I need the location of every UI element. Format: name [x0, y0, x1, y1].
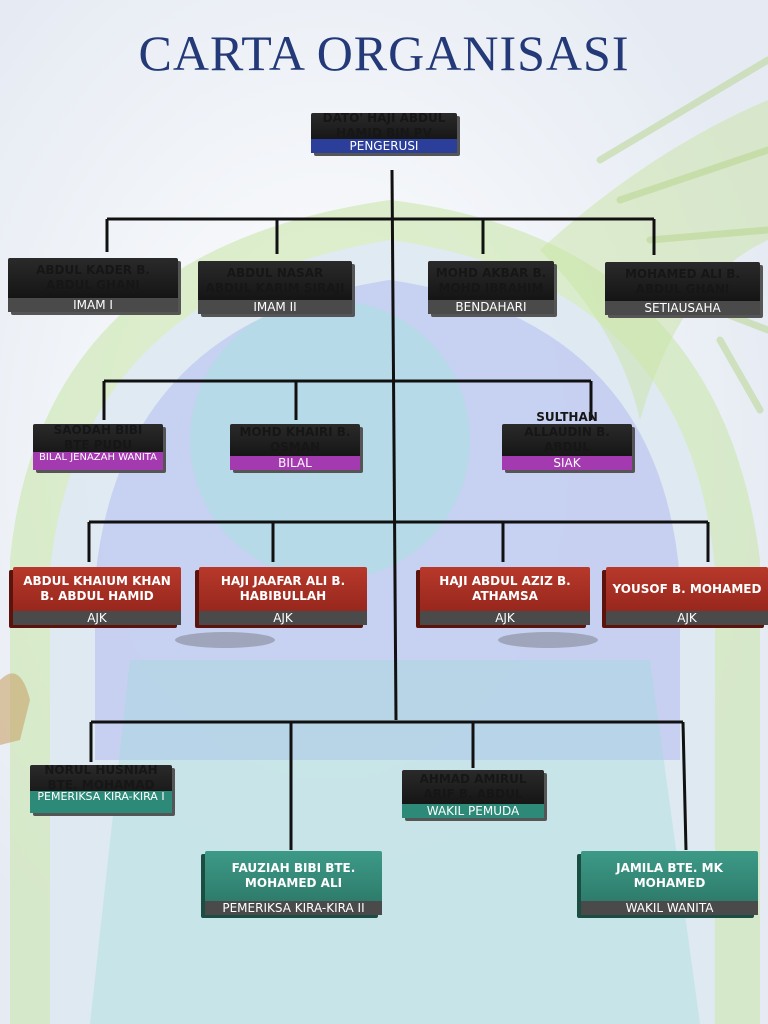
org-node-setiausaha: MOHAMED ALI B. ABDUL GHANI SETIAUSAHA: [605, 262, 760, 315]
node-role: AJK: [13, 611, 181, 625]
org-node-bendahari: MOHD AKBAR B. MOHD IBRAHIM BENDAHARI: [428, 261, 554, 314]
node-role: AJK: [606, 611, 768, 625]
node-role: PEMERIKSA KIRA-KIRA I: [30, 791, 172, 813]
node-name: JAMILA BTE. MK MOHAMED: [616, 861, 723, 890]
node-role: PEMERIKSA KIRA-KIRA II: [205, 901, 382, 915]
node-name: AHMAD AMIRUL ARIF B. ABDUL: [419, 772, 527, 801]
org-node-pengerusi: DATO' HAJI ABDUL HAMID BIN PV PENGERUSI: [311, 111, 457, 153]
node-role: AJK: [420, 611, 590, 625]
org-node-ajk-2: HAJI JAAFAR ALI B. HABIBULLAH AJK: [199, 567, 367, 625]
org-node-bilal: MOHD KHAIRI B. OSMAN BILAL: [230, 424, 360, 470]
org-node-wakil-wanita: JAMILA BTE. MK MOHAMED WAKIL WANITA: [581, 851, 758, 915]
org-node-siak: SULTHAN ALLAUDIN B. ABDUL GHAFFOOR SIAK: [502, 410, 632, 470]
org-node-imam-2: ABDUL NASAR ABDUL KARIM SIRAJI IMAM II: [198, 261, 352, 314]
node-name: ABDUL KHAIUM KHAN B. ABDUL HAMID: [23, 574, 171, 603]
node-role: BENDAHARI: [428, 300, 554, 314]
org-node-ajk-3: HAJI ABDUL AZIZ B. ATHAMSA AJK: [420, 567, 590, 625]
org-node-pemeriksa-1: NORUL HUSNIAH BTE. MOHAMAD PEMERIKSA KIR…: [30, 763, 172, 813]
node-name: HAJI JAAFAR ALI B. HABIBULLAH: [220, 574, 346, 603]
node-name: ABDUL KADER B. ABDUL GHANI: [36, 263, 150, 292]
node-name: DATO' HAJI ABDUL HAMID BIN PV: [322, 111, 446, 140]
node-role: BILAL: [230, 456, 360, 470]
node-name: SULTHAN ALLAUDIN B. ABDUL GHAFFOOR: [524, 410, 610, 469]
node-role: BILAL JENAZAH WANITA: [33, 452, 163, 470]
node-name: FAUZIAH BIBI BTE. MOHAMED ALI: [231, 861, 356, 890]
node-name: MOHD AKBAR B. MOHD IBRAHIM: [435, 265, 547, 295]
node-role: WAKIL PEMUDA: [402, 804, 544, 818]
node-name: HAJI ABDUL AZIZ B. ATHAMSA: [439, 574, 571, 603]
node-name: NORUL HUSNIAH BTE. MOHAMAD: [44, 763, 158, 792]
node-name: YOUSOF B. MOHAMED: [612, 581, 762, 596]
org-node-bilal-jenazah: SAODAH BIBI BTE PUDU BILAL JENAZAH WANIT…: [33, 423, 163, 470]
node-name: MOHD KHAIRI B. OSMAN: [239, 425, 351, 454]
node-role: IMAM II: [198, 300, 352, 314]
org-node-imam-1: ABDUL KADER B. ABDUL GHANI IMAM I: [8, 258, 178, 312]
node-name: SAODAH BIBI BTE PUDU: [53, 423, 143, 452]
node-role: WAKIL WANITA: [581, 901, 758, 915]
page-title: CARTA ORGANISASI: [138, 25, 630, 81]
org-node-wakil-pemuda: AHMAD AMIRUL ARIF B. ABDUL WAKIL PEMUDA: [402, 770, 544, 818]
node-role: SIAK: [502, 456, 632, 470]
node-name: ABDUL NASAR ABDUL KARIM SIRAJI: [205, 265, 345, 295]
org-node-ajk-4: YOUSOF B. MOHAMED AJK: [606, 567, 768, 625]
node-role: AJK: [199, 611, 367, 625]
org-node-ajk-1: ABDUL KHAIUM KHAN B. ABDUL HAMID AJK: [13, 567, 181, 625]
node-role: PENGERUSI: [311, 139, 457, 153]
node-name: MOHAMED ALI B. ABDUL GHANI: [624, 266, 741, 296]
org-node-pemeriksa-2: FAUZIAH BIBI BTE. MOHAMED ALI PEMERIKSA …: [205, 851, 382, 915]
node-role: SETIAUSAHA: [605, 301, 760, 315]
node-role: IMAM I: [8, 298, 178, 312]
